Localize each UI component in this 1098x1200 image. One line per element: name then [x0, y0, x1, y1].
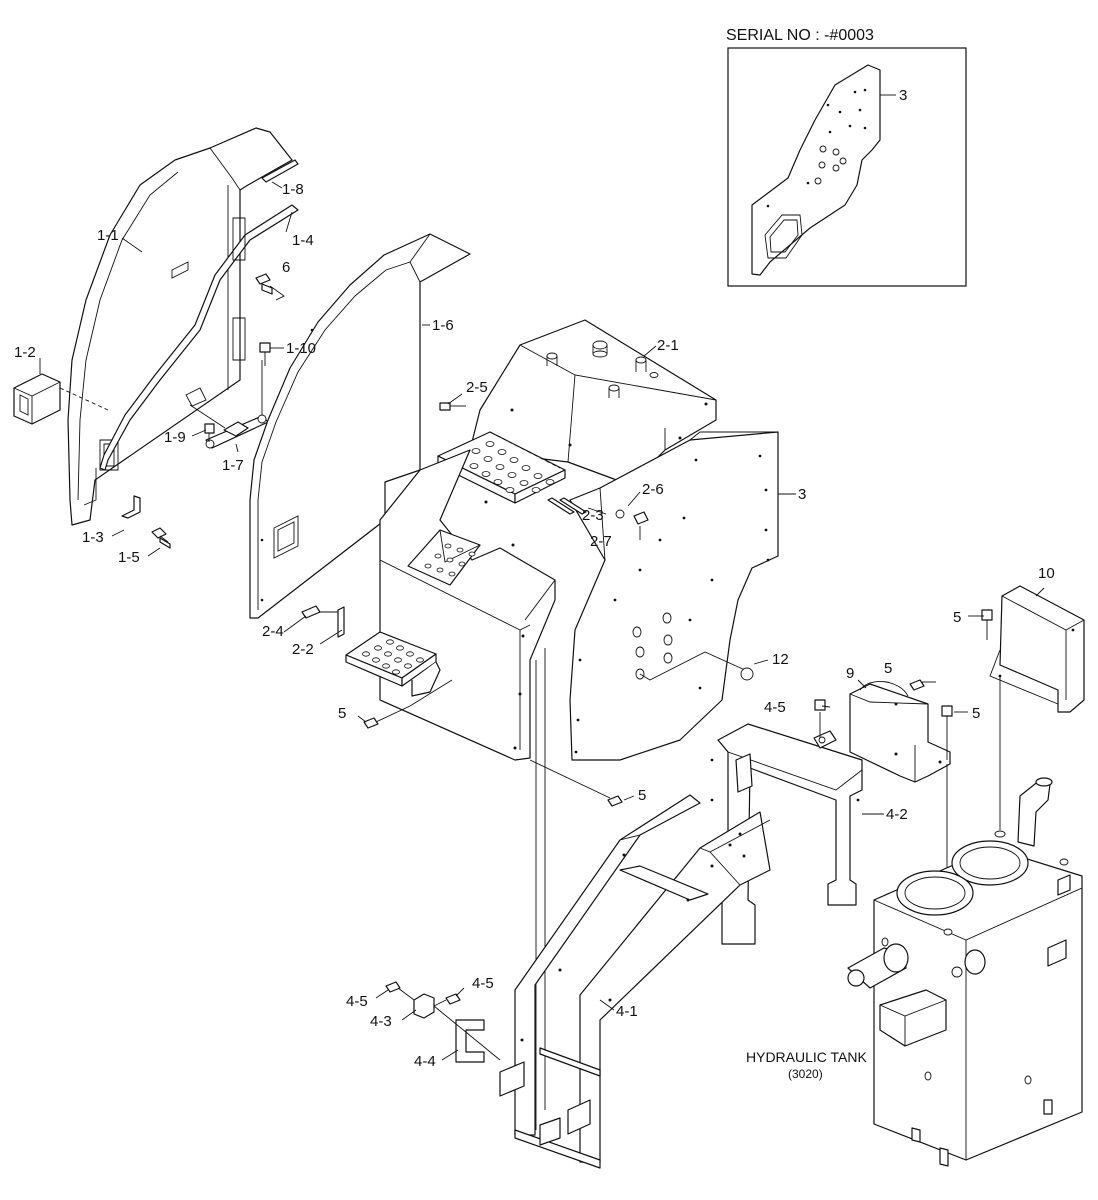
- label-1-10: 1-10: [286, 340, 316, 357]
- console-2-1: [469, 319, 717, 486]
- cover-seal-1-4: [99, 204, 299, 471]
- inset-frame: [727, 47, 967, 287]
- serial-label: SERIAL NO : -#0003: [726, 27, 874, 44]
- label-5-upper: 5: [953, 609, 961, 626]
- label-1-7: 1-7: [222, 457, 244, 474]
- cover-10: [989, 585, 1085, 830]
- label-5-mid: 5: [884, 660, 892, 677]
- inset-plate: [751, 64, 881, 276]
- label-9: 9: [846, 665, 854, 682]
- label-5-right: 5: [972, 705, 980, 722]
- side-cover-assembly: [67, 127, 299, 526]
- label-4-3: 4-3: [370, 1013, 392, 1030]
- label-1-6: 1-6: [432, 317, 454, 334]
- leader-lines: [39, 181, 1045, 1061]
- bracket-1-3: [121, 495, 171, 549]
- inset-part-label: 3: [899, 87, 907, 104]
- brackets-4-3-4-4: [385, 981, 501, 1063]
- side-plate-3: [569, 431, 779, 761]
- bolt-5-bracket10: [981, 609, 993, 640]
- label-6: 6: [282, 259, 290, 276]
- seal-strip-1-8: [261, 159, 299, 183]
- label-12: 12: [772, 651, 789, 668]
- bolt-5-bottom: [529, 759, 623, 807]
- bolt-5-upper-right: [909, 679, 936, 691]
- rear-cover-1-6: [249, 233, 471, 619]
- label-2-5: 2-5: [466, 379, 488, 396]
- label-1-5: 1-5: [118, 549, 140, 566]
- tank-label: HYDRAULIC TANK: [746, 1049, 868, 1065]
- label-5-left: 5: [338, 705, 346, 722]
- label-1-8: 1-8: [282, 181, 304, 198]
- label-1-3: 1-3: [82, 529, 104, 546]
- label-4-5-top: 4-5: [764, 699, 786, 716]
- label-1-1: 1-1: [97, 227, 119, 244]
- serial-inset: SERIAL NO : -#0003 3: [726, 27, 967, 287]
- box-part-1-2: [13, 373, 109, 425]
- inset-plate-holes: [766, 88, 867, 208]
- bolt-1-10: [259, 342, 271, 366]
- label-2-7: 2-7: [590, 533, 612, 550]
- label-2-1: 2-1: [657, 337, 679, 354]
- label-2-4: 2-4: [262, 623, 284, 640]
- label-1-4: 1-4: [292, 232, 314, 249]
- ladder-frame-4-1: [499, 794, 771, 1169]
- label-4-5-right: 4-5: [472, 975, 494, 992]
- frame-bracket-4-2: [710, 699, 863, 945]
- tank-code: (3020): [788, 1067, 823, 1081]
- label-2-3: 2-3: [582, 507, 604, 524]
- inset-window: [764, 214, 803, 259]
- hydraulic-tank: [847, 777, 1083, 1167]
- label-1-2: 1-2: [14, 344, 36, 361]
- label-4-1: 4-1: [616, 1003, 638, 1020]
- label-10: 10: [1038, 565, 1055, 582]
- label-3: 3: [798, 486, 806, 503]
- plate-9: [849, 681, 951, 783]
- bolt-6: [255, 273, 285, 301]
- label-1-9: 1-9: [164, 429, 186, 446]
- fasteners-2-series: [559, 497, 649, 525]
- label-2-2: 2-2: [292, 641, 314, 658]
- bolt-5-left: [363, 679, 453, 729]
- part-labels: 1-1 1-2 1-3 1-4 1-5 1-6 1-7 1-8 1-9 1-10…: [14, 181, 1055, 1070]
- label-4-4: 4-4: [414, 1053, 436, 1070]
- label-4-2: 4-2: [886, 806, 908, 823]
- label-4-5-left: 4-5: [346, 993, 368, 1010]
- label-5-bottom: 5: [638, 787, 646, 804]
- label-2-6: 2-6: [642, 481, 664, 498]
- lower-step-2-2: [301, 605, 441, 697]
- grommet-12: [740, 667, 754, 681]
